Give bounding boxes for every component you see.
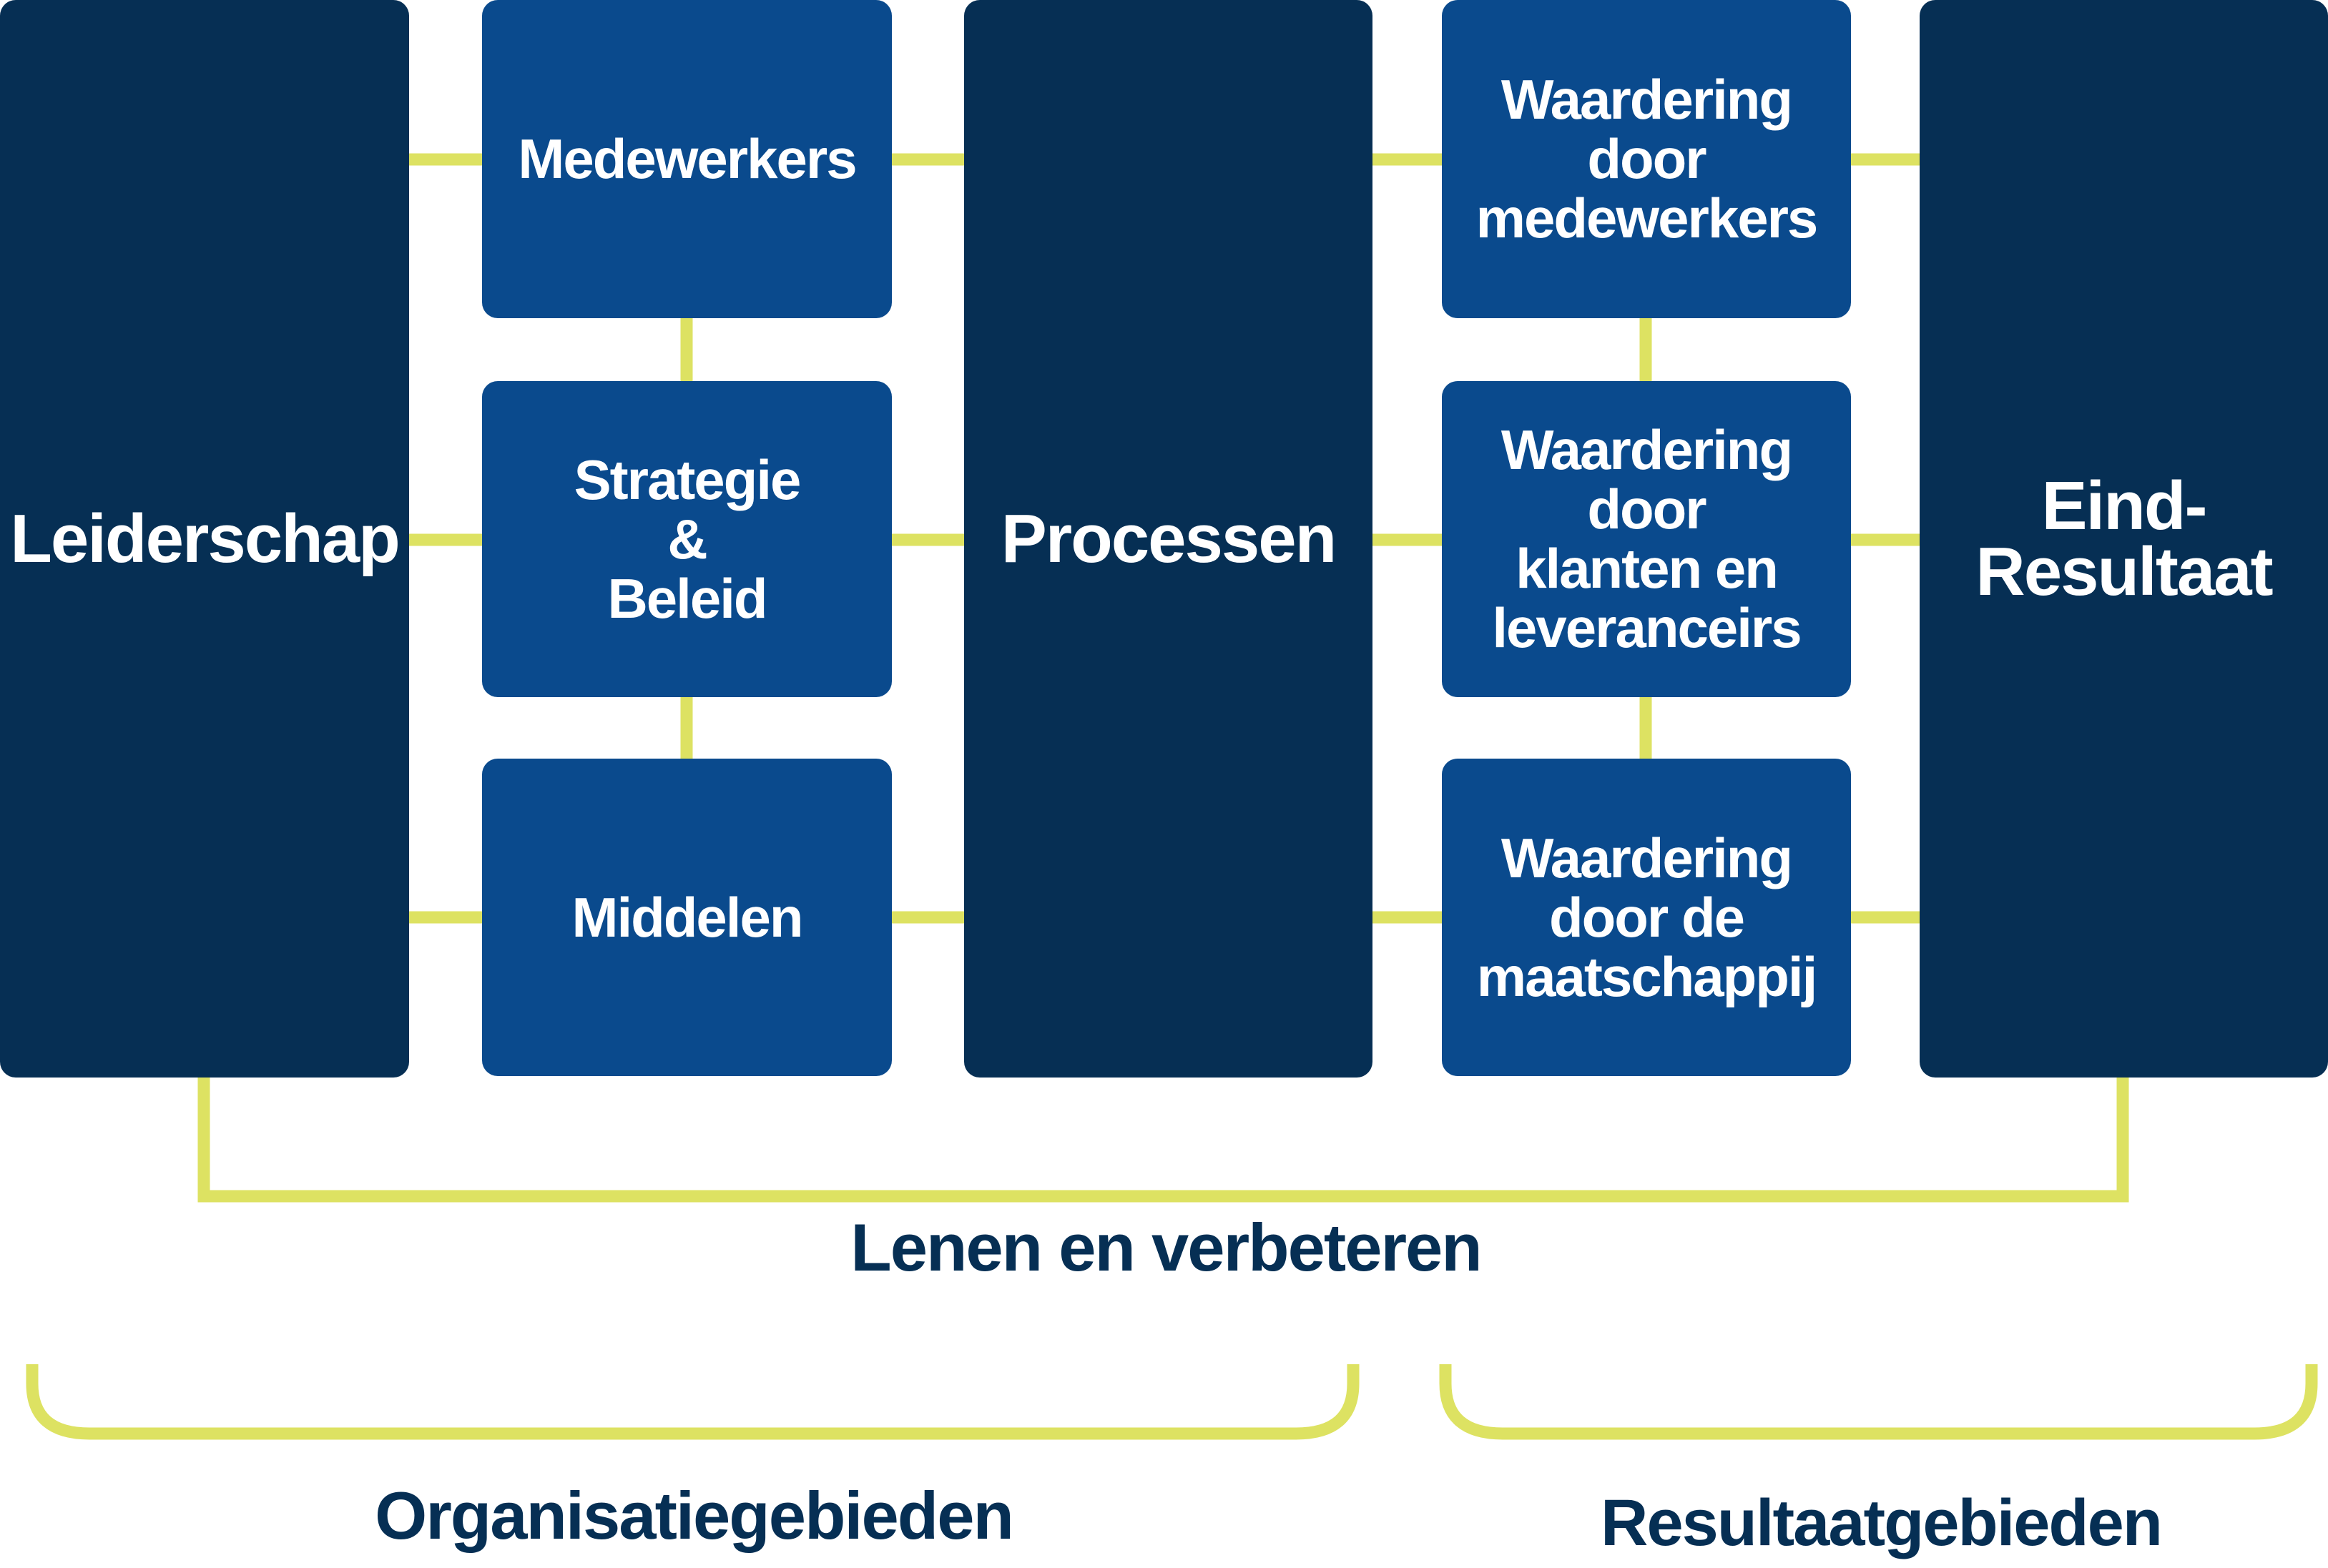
resultaat-caption: Resultaatgebieden	[1601, 1486, 2163, 1559]
waardering-klanten-label: Waardering door klanten en leveranceirs	[1492, 418, 1802, 659]
middelen-box: Middelen	[482, 759, 892, 1076]
strategie-beleid-label: Strategie & Beleid	[574, 448, 802, 630]
medewerkers-label: Medewerkers	[518, 127, 857, 190]
organisatie-caption: Organisatiegebieden	[375, 1478, 1014, 1553]
processen-label: Processen	[1001, 500, 1337, 577]
waardering-klanten-box: Waardering door klanten en leveranceirs	[1442, 381, 1851, 697]
strategie-beleid-box: Strategie & Beleid	[482, 381, 892, 697]
feedback-caption: Lenen en verbeteren	[850, 1210, 1482, 1285]
waardering-medewerkers-label: Waardering door medewerkers	[1475, 68, 1819, 250]
middelen-label: Middelen	[571, 885, 803, 949]
organisatie-bracket	[26, 1364, 1360, 1440]
resultaat-bracket	[1439, 1364, 2318, 1440]
eindresultaat-label: Eind- Resultaat	[1975, 467, 2273, 610]
leiderschap-label: Leiderschap	[10, 500, 401, 577]
eindresultaat-box: Eind- Resultaat	[1920, 0, 2328, 1078]
medewerkers-box: Medewerkers	[482, 0, 892, 318]
feedback-loop-line	[197, 1076, 2129, 1203]
waardering-maatschappij-label: Waardering door de maatschappij	[1476, 826, 1818, 1008]
waardering-maatschappij-box: Waardering door de maatschappij	[1442, 759, 1851, 1076]
leiderschap-box: Leiderschap	[0, 0, 409, 1078]
processen-box: Processen	[964, 0, 1372, 1078]
waardering-medewerkers-box: Waardering door medewerkers	[1442, 0, 1851, 318]
